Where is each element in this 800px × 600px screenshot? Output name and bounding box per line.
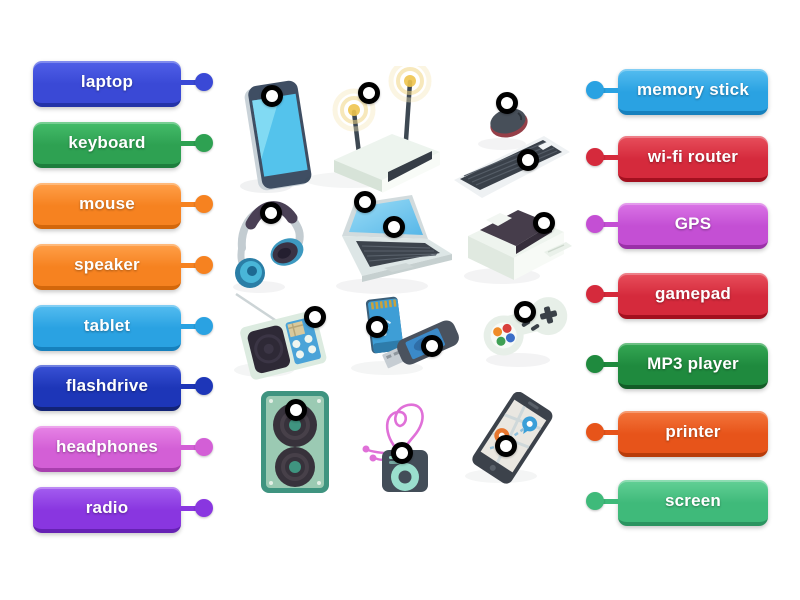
label-memory-stick[interactable]: memory stick xyxy=(586,69,768,115)
label-screen-text: screen xyxy=(664,491,722,510)
connector-dot xyxy=(195,134,213,152)
label-screen[interactable]: screen xyxy=(586,480,768,526)
connector-dot xyxy=(586,355,604,373)
label-printer[interactable]: printer xyxy=(586,411,768,457)
connector xyxy=(586,355,618,373)
label-keyboard-text: keyboard xyxy=(68,133,146,152)
label-gps[interactable]: GPS xyxy=(586,203,768,249)
connector xyxy=(181,195,213,213)
label-mp3-player-text: MP3 player xyxy=(647,354,739,373)
mouse-and-keyboard-illustration xyxy=(452,86,574,203)
label-memory-stick-text: memory stick xyxy=(636,80,749,99)
label-flashdrive-text: flashdrive xyxy=(65,376,149,395)
connector-dot xyxy=(195,73,213,91)
marker-memory-stick[interactable] xyxy=(366,316,388,338)
label-headphones-text: headphones xyxy=(55,437,159,456)
speaker-illustration xyxy=(256,388,336,503)
connector xyxy=(586,423,618,441)
connector xyxy=(181,256,213,274)
connector-dot xyxy=(195,438,213,456)
label-flashdrive[interactable]: flashdrive xyxy=(33,365,213,411)
marker-screen[interactable] xyxy=(383,216,405,238)
connector xyxy=(586,148,618,166)
connector-dot xyxy=(195,317,213,335)
connector xyxy=(181,377,213,395)
connector-dot xyxy=(586,81,604,99)
marker-gamepad[interactable] xyxy=(514,301,536,323)
label-tablet-text: tablet xyxy=(83,316,131,335)
laptop-illustration xyxy=(326,192,468,301)
label-tablet[interactable]: tablet xyxy=(33,305,213,351)
label-headphones[interactable]: headphones xyxy=(33,426,213,472)
connector-dot xyxy=(195,377,213,395)
marker-mouse[interactable] xyxy=(496,92,518,114)
connector-dot xyxy=(195,499,213,517)
label-keyboard[interactable]: keyboard xyxy=(33,122,213,168)
marker-laptop[interactable] xyxy=(354,191,376,213)
printer-illustration xyxy=(460,192,572,291)
gamepad-illustration xyxy=(478,284,572,375)
label-gps-text: GPS xyxy=(674,214,712,233)
marker-keyboard[interactable] xyxy=(517,149,539,171)
marker-gps[interactable] xyxy=(495,435,517,457)
connector-dot xyxy=(195,256,213,274)
connector xyxy=(181,438,213,456)
tablet-illustration xyxy=(238,76,318,201)
label-laptop-text: laptop xyxy=(80,72,134,91)
connector xyxy=(181,317,213,335)
headphones-illustration xyxy=(229,190,311,301)
label-wifi-router-text: wi-fi router xyxy=(647,147,739,166)
marker-mp3-player[interactable] xyxy=(391,442,413,464)
connector xyxy=(181,73,213,91)
marker-tablet[interactable] xyxy=(261,85,283,107)
connector xyxy=(586,81,618,99)
connector-dot xyxy=(586,215,604,233)
marker-speaker[interactable] xyxy=(285,399,307,421)
radio-illustration xyxy=(230,280,332,385)
label-mouse-text: mouse xyxy=(79,194,135,213)
label-mouse[interactable]: mouse xyxy=(33,183,213,229)
wifi-router-illustration xyxy=(300,59,450,201)
marker-flashdrive[interactable] xyxy=(421,335,443,357)
label-speaker[interactable]: speaker xyxy=(33,244,213,290)
connector-dot xyxy=(586,423,604,441)
connector-dot xyxy=(586,285,604,303)
connector xyxy=(181,134,213,152)
connector xyxy=(586,215,618,233)
label-laptop[interactable]: laptop xyxy=(33,61,213,107)
connector xyxy=(181,499,213,517)
connector-dot xyxy=(586,148,604,166)
label-radio[interactable]: radio xyxy=(33,487,213,533)
marker-headphones[interactable] xyxy=(260,202,282,224)
connector xyxy=(586,285,618,303)
label-gamepad[interactable]: gamepad xyxy=(586,273,768,319)
label-mp3-player[interactable]: MP3 player xyxy=(586,343,768,389)
label-radio-text: radio xyxy=(85,498,129,517)
label-wifi-router[interactable]: wi-fi router xyxy=(586,136,768,182)
label-printer-text: printer xyxy=(665,422,721,441)
connector xyxy=(586,492,618,510)
marker-radio[interactable] xyxy=(304,306,326,328)
connector-dot xyxy=(586,492,604,510)
label-speaker-text: speaker xyxy=(74,255,140,274)
memory-card-and-flashdrive-illustration xyxy=(343,286,471,385)
label-gamepad-text: gamepad xyxy=(654,284,732,303)
marker-printer[interactable] xyxy=(533,212,555,234)
connector-dot xyxy=(195,195,213,213)
marker-wi-fi-router[interactable] xyxy=(358,82,380,104)
